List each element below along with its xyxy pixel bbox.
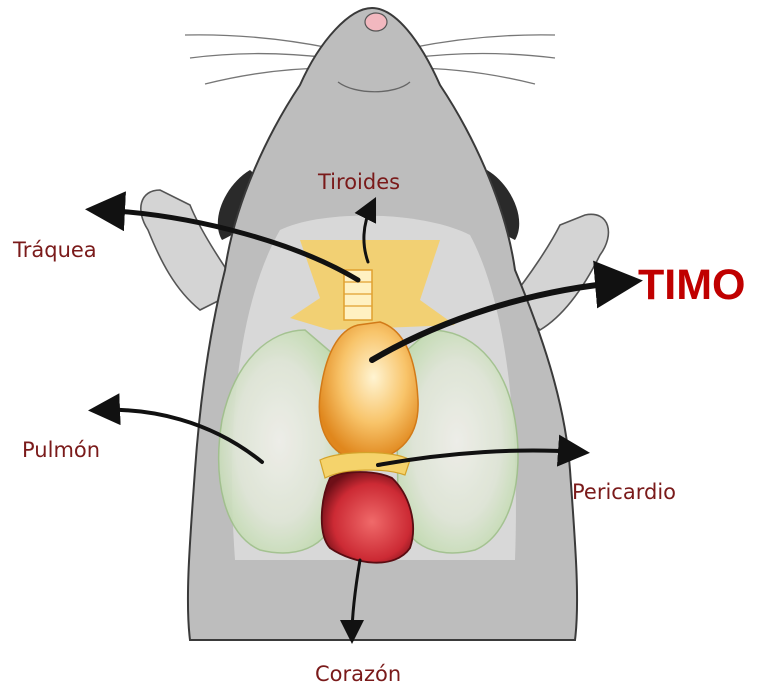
label-timo: TIMO (638, 264, 745, 307)
label-pericardio: Pericardio (572, 482, 676, 503)
heart (322, 472, 413, 563)
label-tiroides: Tiroides (318, 172, 400, 193)
label-corazon: Corazón (315, 664, 401, 685)
label-traquea: Tráquea (13, 240, 97, 261)
label-pulmon: Pulmón (22, 440, 100, 461)
